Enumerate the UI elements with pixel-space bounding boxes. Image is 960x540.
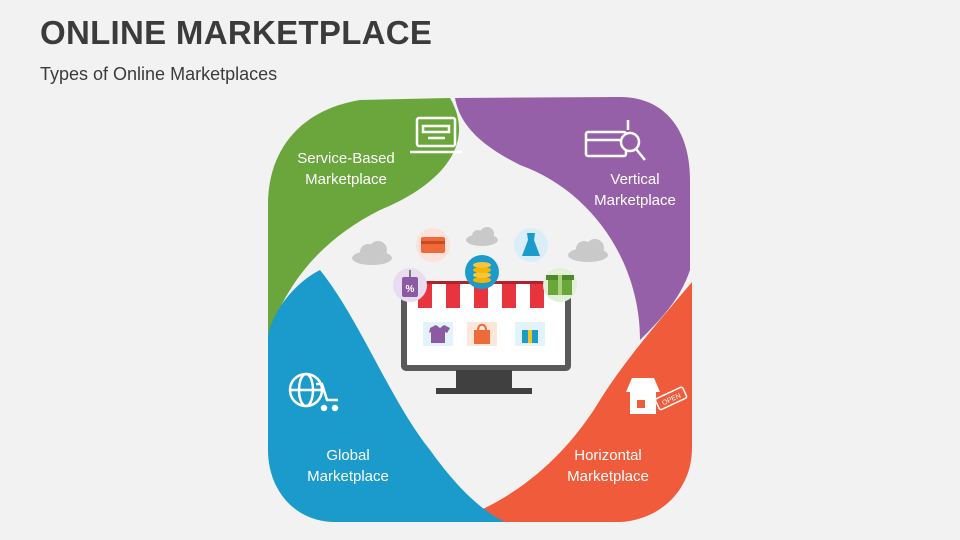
segment-label-service-based: Service-Based Marketplace — [297, 150, 395, 188]
slide-subtitle: Types of Online Marketplaces — [40, 64, 278, 84]
coins-icon — [465, 255, 499, 289]
segment-label-vertical: Vertical Marketplace — [594, 171, 676, 209]
store-magnifier-icon — [584, 120, 646, 161]
slide-title: ONLINE MARKETPLACE — [40, 14, 433, 51]
dress-icon — [514, 228, 548, 262]
central-illustration: % — [352, 227, 608, 394]
segment-horizontal — [450, 282, 692, 522]
monitor-stand — [456, 370, 512, 388]
cloud-icon — [352, 241, 392, 265]
gift-box-icon — [543, 268, 577, 302]
discount-tag-icon: % — [393, 268, 427, 302]
segment-label-global: Global Marketplace — [307, 447, 389, 485]
laptop-store-icon — [410, 116, 462, 154]
monitor-base — [436, 388, 532, 394]
cloud-icon — [568, 239, 608, 262]
cloud-icon — [466, 227, 498, 246]
segment-vertical — [455, 97, 690, 340]
discount-tag-symbol: % — [406, 284, 415, 295]
open-store-icon: OPEN — [626, 378, 688, 414]
segment-label-horizontal: Horizontal Marketplace — [567, 447, 649, 485]
segment-global — [268, 270, 505, 522]
globe-cart-icon — [288, 372, 339, 412]
credit-card-icon — [416, 228, 450, 262]
segment-service-based — [268, 98, 460, 338]
